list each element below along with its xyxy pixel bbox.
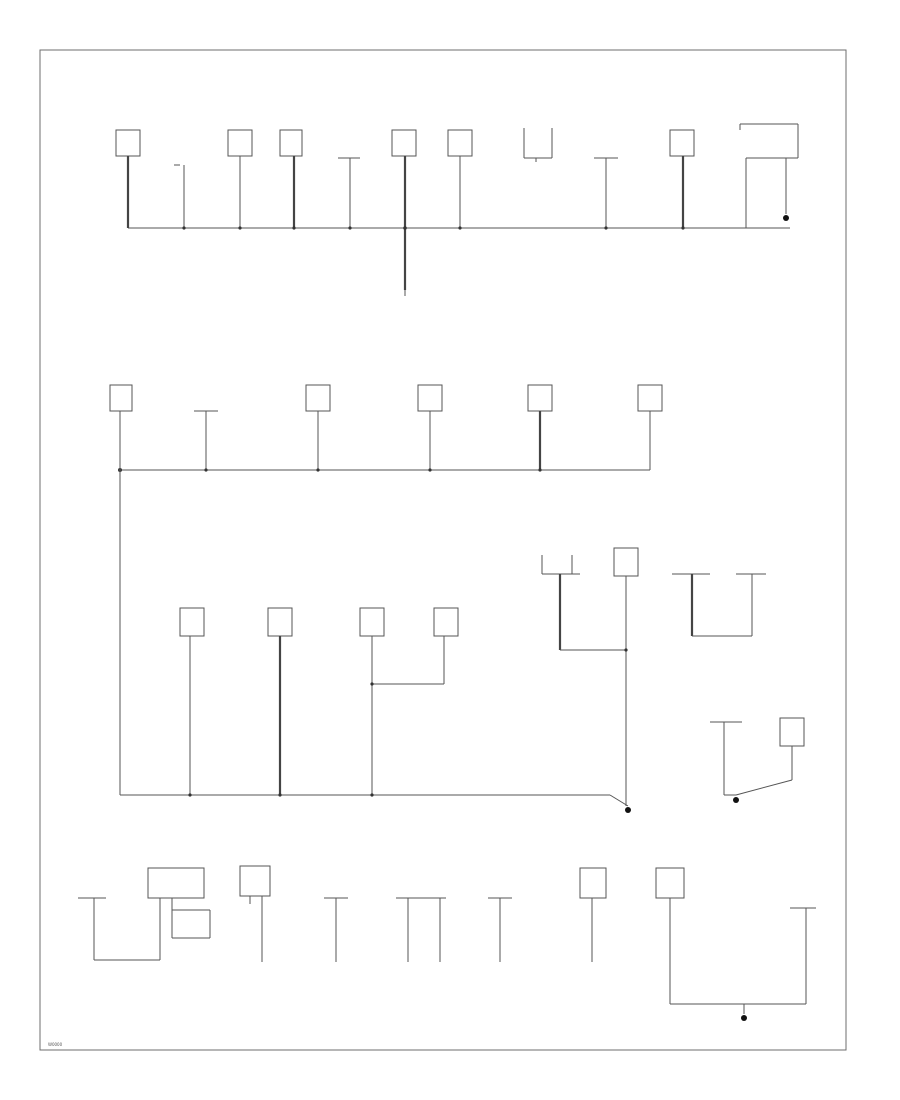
component-b4 — [324, 897, 348, 962]
section-bottom — [78, 865, 816, 1021]
component-m6 — [637, 384, 663, 470]
component-r6 — [735, 717, 805, 796]
component-t8 — [523, 128, 553, 162]
component-t6 — [391, 129, 417, 290]
component-b6 — [488, 897, 512, 962]
bottom-ground-point — [741, 1015, 747, 1021]
component-b5 — [396, 897, 446, 962]
component-b9 — [790, 907, 816, 1004]
component-b3 — [239, 865, 271, 962]
component-t10 — [669, 129, 695, 230]
component-t7 — [447, 129, 473, 230]
component-t3 — [227, 129, 253, 230]
component-b7 — [579, 867, 607, 962]
component-b8 — [655, 867, 806, 1005]
section-lower — [120, 547, 805, 813]
component-t9 — [594, 157, 618, 230]
diagram-frame — [39, 49, 847, 1051]
component-l4 — [433, 607, 459, 684]
component-b2 — [147, 867, 211, 960]
component-m1 — [109, 384, 133, 470]
component-r1 — [541, 555, 580, 650]
component-l2 — [267, 607, 293, 797]
component-l1 — [179, 607, 205, 797]
component-m3 — [305, 384, 331, 472]
component-r2 — [613, 547, 639, 806]
diagram-code: W0000 — [48, 1042, 63, 1047]
component-m5 — [527, 384, 553, 472]
component-t2 — [174, 164, 186, 230]
section-middle — [109, 384, 663, 795]
component-t11 — [739, 123, 799, 228]
component-t4 — [279, 129, 303, 230]
component-r5 — [710, 721, 742, 795]
component-t1 — [115, 129, 141, 228]
component-b1 — [78, 897, 160, 961]
component-m4 — [417, 384, 443, 472]
component-r3 — [672, 573, 710, 636]
section-top — [115, 123, 799, 296]
component-l3 — [359, 607, 444, 797]
component-m2 — [194, 410, 218, 472]
component-r4 — [736, 573, 766, 636]
component-t5 — [338, 157, 360, 230]
